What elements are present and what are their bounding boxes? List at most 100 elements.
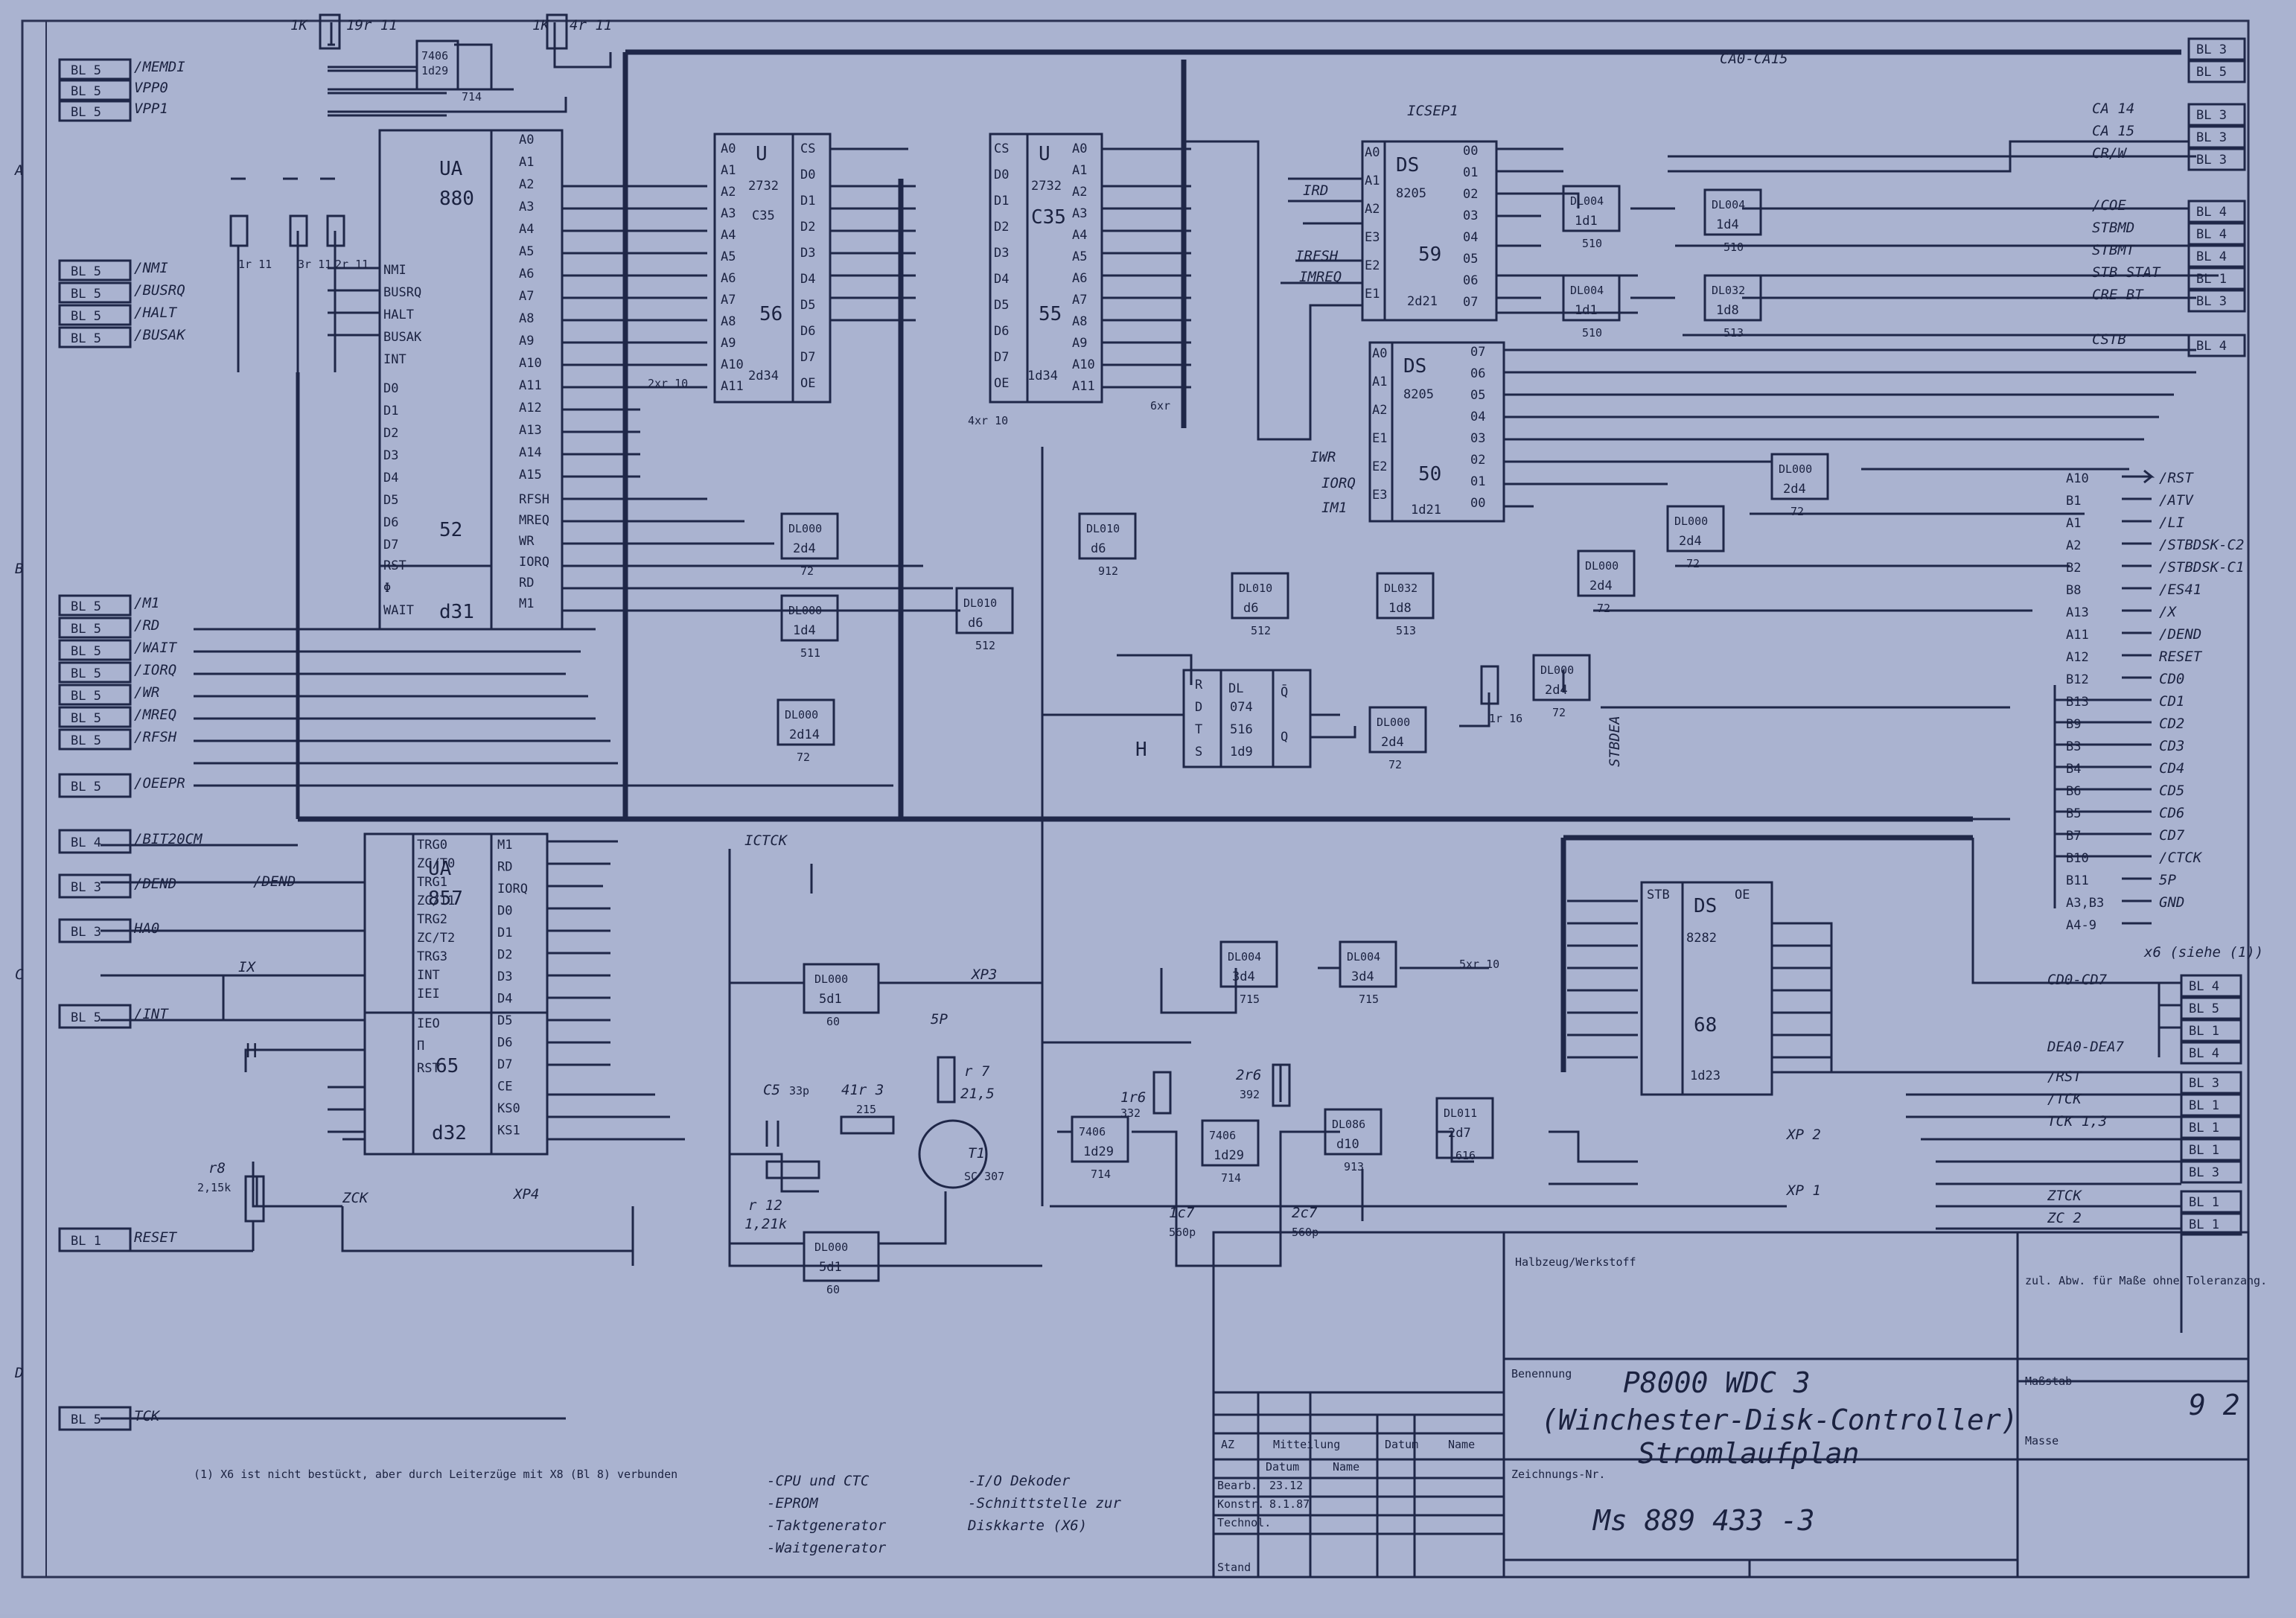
gate-type: DL032 bbox=[1712, 284, 1745, 297]
note-f2: -EPROM bbox=[767, 1495, 818, 1512]
dec2-pin-label: E3 bbox=[1372, 488, 1387, 503]
gate-sub: 511 bbox=[800, 646, 820, 660]
gate-ref: 2d4 bbox=[1545, 683, 1568, 698]
eprom2-pin-label: D0 bbox=[994, 168, 1009, 182]
dec2-pin-label: 07 bbox=[1470, 345, 1485, 360]
x6-signal: CD4 bbox=[2159, 760, 2184, 777]
bl-ref: BL 5 bbox=[2196, 65, 2227, 80]
cpu-pin-label: BUSRQ bbox=[383, 285, 421, 300]
right-signal-label: CR/W bbox=[2092, 145, 2127, 162]
ff-pin-q: Q bbox=[1281, 730, 1288, 745]
bl-ref: BL 3 bbox=[71, 880, 101, 895]
ctc-pin-label: D7 bbox=[497, 1057, 512, 1072]
bl-ref: BL 3 bbox=[2196, 42, 2227, 57]
cpu-pin-label: A9 bbox=[519, 334, 534, 348]
x6-pin-id: A1 bbox=[2066, 516, 2081, 531]
gate-ref: 1d4 bbox=[793, 623, 816, 638]
r12-value: 1,21k bbox=[744, 1216, 788, 1232]
bl-ref: BL 5 bbox=[71, 1010, 101, 1025]
gate-sub: 510 bbox=[1582, 326, 1602, 340]
cpu-pin-label: RFSH bbox=[519, 492, 549, 507]
ctc-pin-label: ZC/T2 bbox=[417, 931, 455, 946]
r1r16-label: 1r 16 bbox=[1489, 712, 1522, 725]
x6-signal: CD3 bbox=[2159, 738, 2184, 754]
eprom1-pin-label: A3 bbox=[721, 206, 736, 221]
cpu-pin-label: A7 bbox=[519, 289, 534, 304]
left-signal-label: /BUSRQ bbox=[134, 282, 185, 299]
dec2-pin-label: A1 bbox=[1372, 375, 1387, 389]
dec2-type: DS bbox=[1403, 355, 1426, 378]
cpu-pin-label: A5 bbox=[519, 244, 534, 259]
cpu-pin-label: D2 bbox=[383, 426, 398, 441]
dec1-pin-label: 00 bbox=[1463, 144, 1478, 159]
ff-pin-d: D bbox=[1195, 700, 1202, 715]
x6-connector: A10/RSTB1/ATVA1/LIA2/STBDSK-C2B2/STBDSK-… bbox=[2066, 470, 2244, 933]
icsep-label: ICSEP1 bbox=[1407, 103, 1458, 119]
cpu-type: UA bbox=[439, 158, 463, 180]
x6-signal: /X bbox=[2159, 604, 2177, 620]
note-f5: -I/O Dekoder bbox=[968, 1473, 1071, 1489]
gate-type: DL000 bbox=[788, 522, 822, 535]
x6-signal: /RST bbox=[2159, 470, 2194, 486]
eprom2-type: U bbox=[1039, 143, 1050, 165]
left-signal-label: RESET bbox=[134, 1229, 178, 1246]
eprom2-pin-label: A9 bbox=[1072, 336, 1087, 351]
c5-label: C5 bbox=[763, 1082, 780, 1098]
gate-ref: 5d1 bbox=[819, 1260, 842, 1275]
bl-ref: BL 4 bbox=[2189, 1046, 2219, 1061]
x6-signal: /STBDSK-C1 bbox=[2159, 559, 2244, 576]
x6-signal: /ES41 bbox=[2159, 582, 2201, 598]
gate-type: DL086 bbox=[1332, 1118, 1365, 1131]
eprom1-pin-label: A6 bbox=[721, 271, 736, 286]
note-x6: (1) X6 ist nicht bestückt, aber durch Le… bbox=[194, 1468, 677, 1481]
bl-ref: BL 3 bbox=[2196, 294, 2227, 309]
dec1-number: 8205 bbox=[1396, 186, 1426, 201]
cpu-pin-label: A2 bbox=[519, 177, 534, 192]
gate-type: DL010 bbox=[1239, 582, 1272, 595]
bl-ref: BL 5 bbox=[71, 644, 101, 659]
svg-text:C: C bbox=[15, 966, 24, 983]
left-signal-label: /NMI bbox=[134, 260, 168, 276]
irfsh-label: IRFSH bbox=[1295, 248, 1339, 264]
ctc-pin-label: TRG1 bbox=[417, 875, 447, 890]
x6-pin-id: B1 bbox=[2066, 494, 2081, 509]
ctc-pin-label: RD bbox=[497, 860, 512, 875]
left-signal-label: /DEND bbox=[134, 876, 176, 892]
bl-ref: BL 1 bbox=[2196, 272, 2227, 287]
cpu-pin-label: WR bbox=[519, 534, 535, 549]
right-signal-label: CA 14 bbox=[2092, 101, 2134, 117]
jumper-4: 5xr 10 bbox=[1459, 958, 1499, 971]
gate-type: DL004 bbox=[1712, 198, 1745, 211]
eprom1-pin-label: A5 bbox=[721, 249, 736, 264]
x6-note: x6 (siehe (1)) bbox=[2143, 944, 2263, 961]
bl-ref: BL 4 bbox=[2189, 979, 2219, 994]
gate-type: DL011 bbox=[1444, 1106, 1477, 1120]
x6-signal: /STBDSK-C2 bbox=[2159, 537, 2244, 553]
right-signal-label: /TCK bbox=[2047, 1091, 2082, 1107]
left-signal-label: /MREQ bbox=[134, 707, 176, 723]
gate-sub: 513 bbox=[1723, 326, 1744, 340]
eprom2-pin-label: D2 bbox=[994, 220, 1009, 235]
res1k-b: 1K bbox=[532, 17, 550, 34]
eprom2-pin-label: D5 bbox=[994, 298, 1009, 313]
bl-ref: BL 5 bbox=[71, 331, 101, 346]
x6-pin-id: A10 bbox=[2066, 471, 2089, 486]
eprom1-pin-label: A9 bbox=[721, 336, 736, 351]
gate-ref: 1d8 bbox=[1388, 601, 1412, 616]
dec1-pin-label: A1 bbox=[1365, 173, 1380, 188]
bl-ref: BL 1 bbox=[2189, 1098, 2219, 1113]
eprom1-pin-label: A4 bbox=[721, 228, 736, 243]
title-line3: Stromlaufplan bbox=[1638, 1437, 1859, 1470]
rev-az: AZ bbox=[1221, 1438, 1234, 1451]
ix-label: IX bbox=[238, 959, 256, 975]
x6-signal: CD1 bbox=[2159, 693, 2184, 710]
rev-stand: Stand bbox=[1217, 1561, 1251, 1574]
x6-pin-id: B9 bbox=[2066, 717, 2081, 732]
latch-type: DS bbox=[1694, 895, 1717, 917]
gate-type: DL000 bbox=[814, 1240, 848, 1254]
r3r11-label: 3r 11 bbox=[298, 258, 331, 271]
eprom2-pin-label: A11 bbox=[1072, 379, 1095, 394]
eprom2-pin-label: D4 bbox=[994, 272, 1009, 287]
iorq2-label: IORQ bbox=[1321, 475, 1356, 491]
